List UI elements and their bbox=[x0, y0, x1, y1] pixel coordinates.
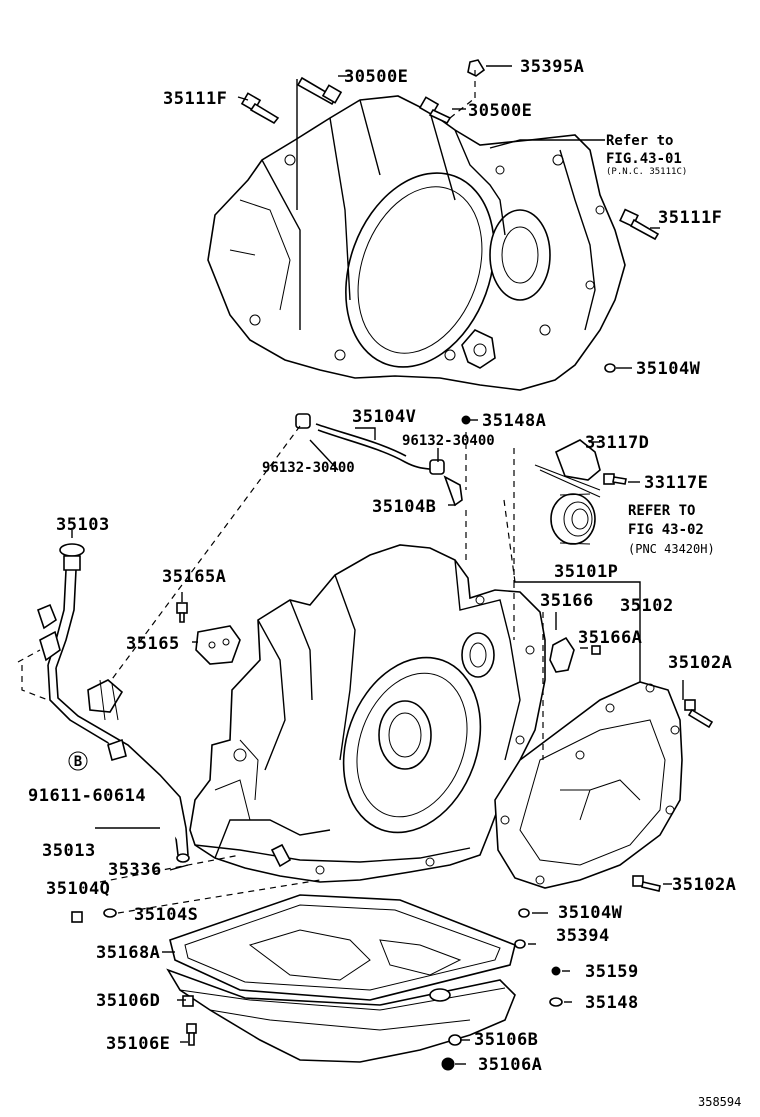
label-35111f-left: 35111F bbox=[163, 89, 227, 109]
bolt-30500e-mid bbox=[418, 96, 452, 125]
seal-35104s bbox=[103, 908, 117, 918]
plug-35104w-bot bbox=[518, 908, 530, 918]
clip-35395a bbox=[467, 59, 486, 77]
plug-35104q bbox=[71, 911, 83, 923]
label-35103: 35103 bbox=[56, 515, 110, 535]
label-35106e: 35106E bbox=[106, 1034, 170, 1054]
label-35104q: 35104Q bbox=[46, 879, 110, 899]
plug-35106b bbox=[448, 1034, 462, 1046]
label-30500e-mid: 30500E bbox=[468, 101, 532, 121]
label-35394: 35394 bbox=[556, 926, 610, 946]
ref2-line3: (PNC 43420H) bbox=[628, 542, 715, 556]
label-35102a-top: 35102A bbox=[668, 653, 732, 673]
bolt-35106e bbox=[186, 1023, 197, 1046]
ref2-line1: REFER TO bbox=[628, 503, 695, 519]
label-35148a: 35148A bbox=[482, 411, 546, 431]
hose-35104v bbox=[295, 413, 463, 507]
plate-35165 bbox=[195, 625, 241, 665]
plug-35148a bbox=[461, 415, 471, 425]
label-35111f-right: 35111F bbox=[658, 208, 722, 228]
bolt-35166a bbox=[591, 645, 601, 655]
label-35104v: 35104V bbox=[352, 407, 416, 427]
label-35102: 35102 bbox=[620, 596, 674, 616]
label-33117e: 33117E bbox=[644, 473, 708, 493]
label-35101p: 35101P bbox=[554, 562, 618, 582]
label-35395a: 35395A bbox=[520, 57, 584, 77]
oil-pan bbox=[166, 929, 516, 1063]
plate-35166 bbox=[549, 636, 575, 673]
label-35102a-bot: 35102A bbox=[672, 875, 736, 895]
transaxle-case bbox=[189, 544, 546, 883]
washer-35159 bbox=[551, 966, 561, 976]
bolt-35111f-right bbox=[619, 208, 660, 241]
label-35166: 35166 bbox=[540, 591, 594, 611]
label-35336: 35336 bbox=[108, 860, 162, 880]
plug-35148 bbox=[549, 997, 563, 1007]
oil-seal bbox=[550, 493, 596, 545]
label-33117d: 33117D bbox=[585, 433, 649, 453]
label-35168a: 35168A bbox=[96, 943, 160, 963]
side-cover-35102 bbox=[494, 681, 683, 889]
label-35165: 35165 bbox=[126, 634, 180, 654]
figure-id: 358594 bbox=[698, 1095, 741, 1109]
label-35104w-bot: 35104W bbox=[558, 903, 623, 923]
tube-35013 bbox=[47, 664, 190, 863]
bracket-33117d bbox=[534, 439, 601, 498]
bolt-30500e-top bbox=[296, 76, 343, 106]
label-35104b: 35104B bbox=[372, 497, 436, 517]
label-35013: 35013 bbox=[42, 841, 96, 861]
circle-b-letter: B bbox=[74, 754, 82, 770]
bolt-35111f-left bbox=[240, 92, 280, 125]
label-91611: 91611-60614 bbox=[28, 786, 146, 806]
label-35106a: 35106A bbox=[478, 1055, 542, 1075]
plug-35106a bbox=[441, 1057, 455, 1071]
label-35104s: 35104S bbox=[134, 905, 198, 925]
ref1-line2: FIG.43-01 bbox=[606, 151, 682, 167]
label-30500e-top: 30500E bbox=[344, 67, 408, 87]
label-35106d: 35106D bbox=[96, 991, 160, 1011]
bolt-35102a-top bbox=[684, 699, 714, 729]
dipstick-35103 bbox=[37, 543, 85, 669]
bolt-35102a-bot bbox=[632, 875, 661, 892]
gasket-35168a bbox=[169, 894, 516, 1001]
label-96132-right: 96132-30400 bbox=[402, 433, 495, 449]
label-35166a: 35166A bbox=[578, 628, 642, 648]
label-35148: 35148 bbox=[585, 993, 639, 1013]
plug-35104w-top bbox=[604, 363, 616, 373]
label-35104w-top: 35104W bbox=[636, 359, 701, 379]
circle-b-marker: B bbox=[68, 751, 88, 771]
label-35159: 35159 bbox=[585, 962, 639, 982]
label-96132-left: 96132-30400 bbox=[262, 460, 355, 476]
plug-35394 bbox=[514, 939, 526, 949]
converter-housing bbox=[207, 95, 626, 391]
bolt-35165a bbox=[176, 602, 188, 623]
label-35106b: 35106B bbox=[474, 1030, 538, 1050]
label-35165a: 35165A bbox=[162, 567, 226, 587]
ref1-line3: (P.N.C. 35111C) bbox=[606, 167, 687, 177]
bolt-33117e bbox=[603, 473, 627, 485]
ref1-line1: Refer to bbox=[606, 133, 673, 149]
ref2-line2: FIG 43-02 bbox=[628, 522, 704, 538]
